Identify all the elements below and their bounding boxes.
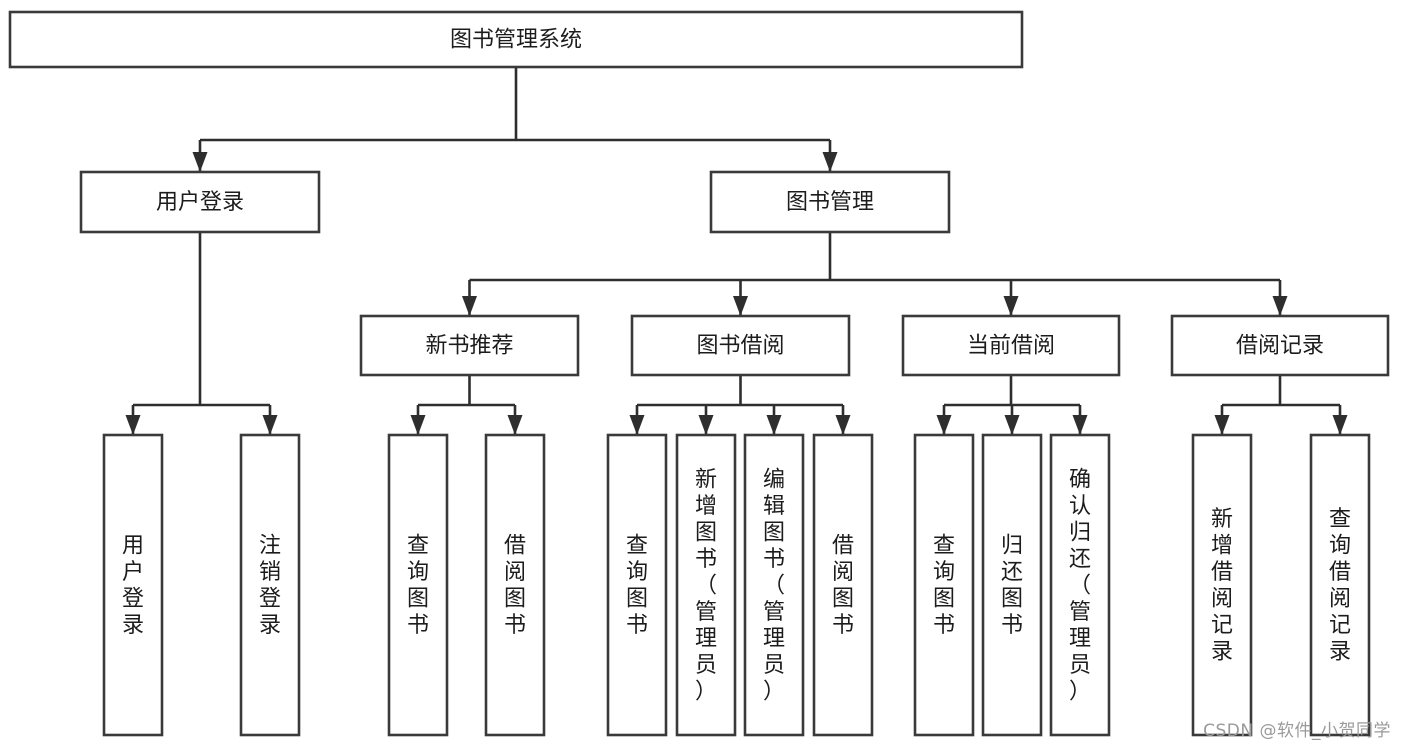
node-label-book-manage: 图书管理 <box>786 190 874 215</box>
node-return-book[interactable]: 归还图书 <box>981 433 1043 737</box>
node-edit-book-admin[interactable]: 编辑图书（管理员） <box>743 433 805 737</box>
node-query-book-2[interactable]: 查询图书 <box>606 433 668 737</box>
arrow-head-icon <box>410 415 426 435</box>
node-label-new-book-recommend: 新书推荐 <box>425 334 513 359</box>
arrow-head-icon <box>462 296 477 316</box>
node-query-borrow-record[interactable]: 查询借阅记录 <box>1309 433 1371 737</box>
arrow-head-icon <box>766 415 782 435</box>
node-box-user-login <box>79 170 321 234</box>
arrow-head-icon <box>125 415 141 435</box>
arrow-head-icon <box>1072 415 1088 435</box>
node-borrow-record[interactable]: 借阅记录 <box>1170 314 1390 377</box>
node-book-manage[interactable]: 图书管理 <box>709 170 951 234</box>
node-label-query-borrow-record: 查询借阅记录 <box>1329 507 1351 665</box>
node-user-login-leaf[interactable]: 用户登录 <box>102 433 164 737</box>
node-book-borrow[interactable]: 图书借阅 <box>630 314 851 377</box>
node-label-borrow-book-2: 借阅图书 <box>832 534 854 639</box>
node-box-edit-book-admin <box>743 433 805 737</box>
node-box-query-book-3 <box>913 433 975 737</box>
node-box-query-book-2 <box>606 433 668 737</box>
node-box-add-book-admin <box>675 433 737 737</box>
arrow-head-icon <box>835 415 851 435</box>
node-label-add-book-admin: 新增图书（管理员） <box>695 467 717 704</box>
connector-layer <box>125 67 1348 435</box>
arrow-head-icon <box>629 415 645 435</box>
watermark-text: CSDN @软件_小贺同学 <box>1203 721 1391 741</box>
node-new-book-recommend[interactable]: 新书推荐 <box>359 314 580 377</box>
arrow-head-icon <box>1332 415 1348 435</box>
node-box-confirm-return-admin <box>1049 433 1111 737</box>
node-borrow-book-2[interactable]: 借阅图书 <box>812 433 874 737</box>
arrow-head-icon <box>1272 296 1288 316</box>
node-box-user-logout-leaf <box>239 433 301 737</box>
arrow-head-icon <box>822 152 838 172</box>
node-label-return-book: 归还图书 <box>1001 534 1023 639</box>
node-label-current-borrow: 当前借阅 <box>967 334 1055 359</box>
node-label-add-borrow-record: 新增借阅记录 <box>1211 507 1233 665</box>
node-add-borrow-record[interactable]: 新增借阅记录 <box>1191 433 1253 737</box>
node-label-user-login-leaf: 用户登录 <box>122 534 144 639</box>
arrow-head-icon <box>698 415 714 435</box>
node-root[interactable]: 图书管理系统 <box>8 10 1024 69</box>
node-label-user-logout-leaf: 注销登录 <box>259 534 281 639</box>
node-layer: 图书管理系统用户登录用户登录注销登录图书管理新书推荐查询图书借阅图书图书借阅查询… <box>8 10 1390 737</box>
node-box-borrow-book-2 <box>812 433 874 737</box>
node-label-query-book-3: 查询图书 <box>933 534 955 639</box>
arrow-head-icon <box>733 296 748 316</box>
node-confirm-return-admin[interactable]: 确认归还（管理员） <box>1049 433 1111 737</box>
node-label-user-login: 用户登录 <box>156 190 244 215</box>
arrow-head-icon <box>1003 296 1019 316</box>
node-box-add-borrow-record <box>1191 433 1253 737</box>
node-box-book-manage <box>709 170 951 234</box>
node-current-borrow[interactable]: 当前借阅 <box>901 314 1121 377</box>
node-box-borrow-book-1 <box>484 433 546 737</box>
node-label-confirm-return-admin: 确认归还（管理员） <box>1069 467 1091 704</box>
node-box-current-borrow <box>901 314 1121 377</box>
node-box-user-login-leaf <box>102 433 164 737</box>
node-query-book-3[interactable]: 查询图书 <box>913 433 975 737</box>
node-borrow-book-1[interactable]: 借阅图书 <box>484 433 546 737</box>
node-query-book-1[interactable]: 查询图书 <box>387 433 449 737</box>
node-label-borrow-record: 借阅记录 <box>1236 334 1324 359</box>
node-box-borrow-record <box>1170 314 1390 377</box>
node-add-book-admin[interactable]: 新增图书（管理员） <box>675 433 737 737</box>
node-box-return-book <box>981 433 1043 737</box>
node-user-login[interactable]: 用户登录 <box>79 170 321 234</box>
node-label-edit-book-admin: 编辑图书（管理员） <box>763 467 785 704</box>
arrow-head-icon <box>507 415 523 435</box>
arrow-head-icon <box>262 415 278 435</box>
node-label-book-borrow: 图书借阅 <box>696 334 784 359</box>
node-box-query-book-1 <box>387 433 449 737</box>
node-label-query-book-2: 查询图书 <box>626 534 648 639</box>
arrow-head-icon <box>192 152 208 172</box>
node-box-query-borrow-record <box>1309 433 1371 737</box>
node-user-logout-leaf[interactable]: 注销登录 <box>239 433 301 737</box>
node-label-borrow-book-1: 借阅图书 <box>504 534 526 639</box>
arrow-head-icon <box>1004 415 1020 435</box>
node-box-new-book-recommend <box>359 314 580 377</box>
node-label-query-book-1: 查询图书 <box>407 534 429 639</box>
node-label-root: 图书管理系统 <box>450 28 582 53</box>
arrow-head-icon <box>936 415 952 435</box>
node-box-book-borrow <box>630 314 851 377</box>
node-box-root <box>8 10 1024 69</box>
arrow-head-icon <box>1214 415 1230 435</box>
